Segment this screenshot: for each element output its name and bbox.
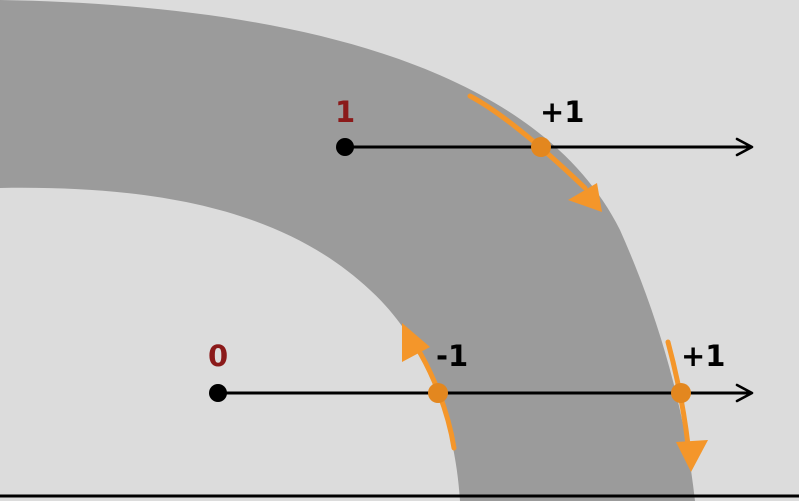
crossing-point-ray1-plus (531, 137, 551, 157)
crossing-point-ray0-plus (671, 383, 691, 403)
crossing-label-ray0-minus: -1 (436, 339, 468, 373)
crossing-label-ray1-plus: +1 (540, 95, 584, 129)
crossing-arc-top-plus (467, 93, 588, 191)
point-label-1: 1 (335, 95, 355, 129)
point-label-0: 0 (208, 339, 228, 373)
dot-icon (209, 384, 227, 402)
dot-icon (336, 138, 354, 156)
crossing-label-ray0-plus: +1 (681, 339, 725, 373)
curve-band (0, 0, 695, 501)
orange-arrow-icon (676, 440, 708, 472)
orange-arrow-icon (402, 323, 430, 362)
orange-arrow-icon (568, 183, 602, 212)
crossing-point-ray0-minus (428, 383, 448, 403)
